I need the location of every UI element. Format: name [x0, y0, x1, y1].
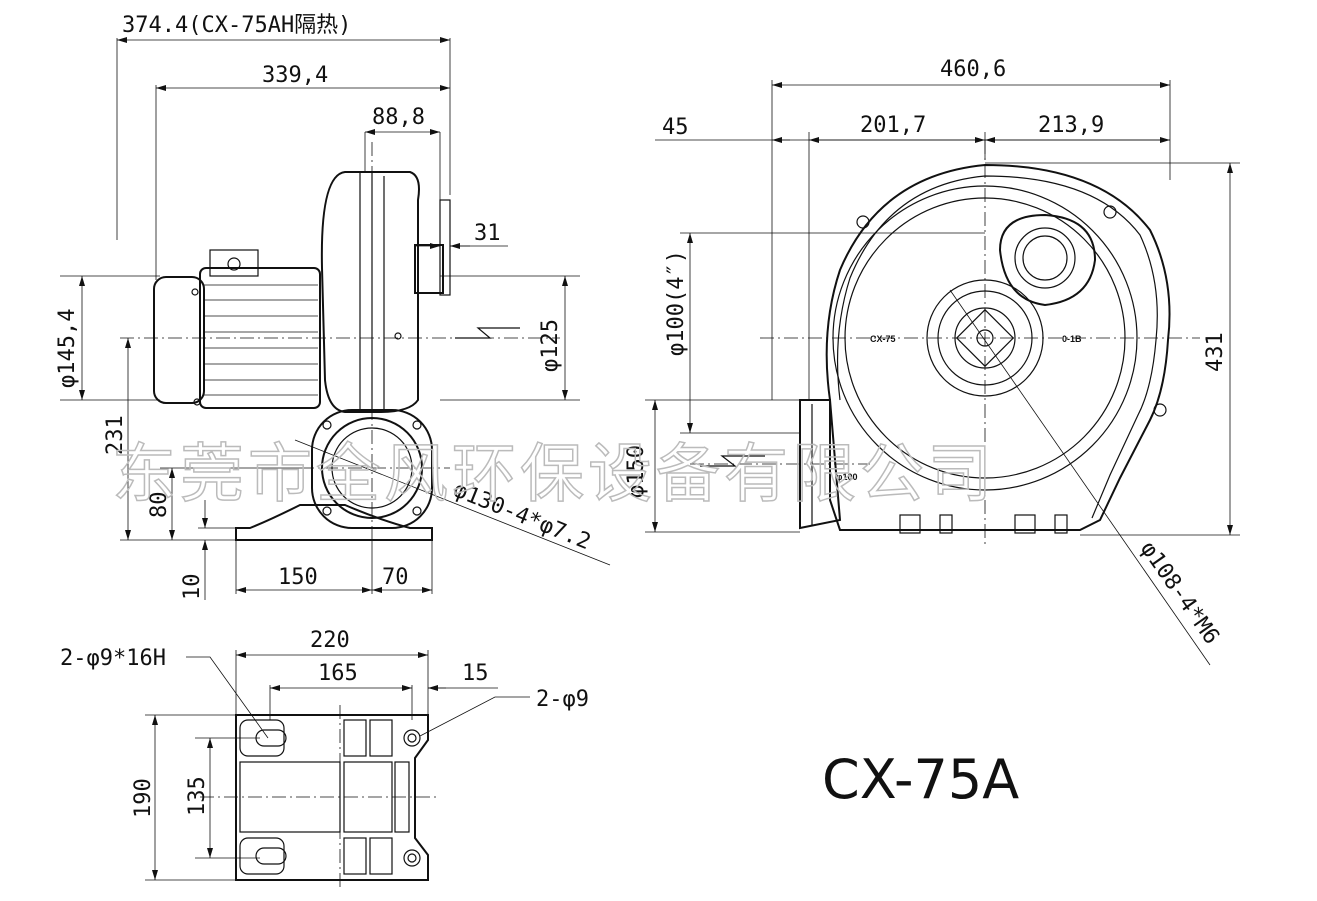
base-plate [235, 714, 429, 881]
dim-base-left: 150 [278, 565, 318, 590]
model-name: CX-75A [822, 748, 1019, 811]
dim-slot-holes: 2-φ9*16H [60, 646, 166, 671]
base-foot [235, 504, 433, 541]
dim-edge: 15 [462, 661, 489, 686]
dim-center-height: 231 [103, 415, 128, 455]
dim-overall: 339,4 [262, 63, 328, 88]
dim-round-holes: 2-φ9 [536, 687, 589, 712]
blower-housing [320, 171, 451, 413]
dim-left: 201,7 [860, 113, 926, 138]
dim-total-width: 460,6 [940, 57, 1006, 82]
dim-bolt-circle: φ108-4*M6 [1135, 537, 1224, 649]
dim-right: 213,9 [1038, 113, 1104, 138]
dim-head: 88,8 [372, 105, 425, 130]
label-model: CX-75 [870, 334, 896, 344]
label-outlet: φ100 [836, 472, 857, 482]
dim-motor-dia: φ145,4 [55, 309, 80, 388]
base-view: 220 165 15 2-φ9*16H 2-φ9 [60, 628, 589, 890]
motor-body [153, 249, 321, 409]
dim-base-height: 80 [147, 492, 172, 519]
label-code: 0-1B [1062, 334, 1082, 344]
dim-base-right: 70 [382, 565, 409, 590]
dim-outlet: φ150 [624, 445, 649, 498]
dim-outlet-dia: φ125 [538, 319, 563, 372]
dim-inlet-offset: 45 [662, 115, 689, 140]
dim-hole-span: 165 [318, 661, 358, 686]
dim-height: 431 [1203, 332, 1228, 372]
dim-overall-insulated: 374.4(CX-75AH隔热) [122, 13, 351, 38]
dim-base-plate: 10 [180, 574, 205, 601]
dim-flange: 31 [474, 221, 501, 246]
dim-hole-depth: 135 [185, 776, 210, 816]
dim-base-width: 220 [310, 628, 350, 653]
watermark: 东莞市全风环保设备有限公司 [112, 438, 996, 512]
front-view: 460,6 45 201,7 213,9 [624, 57, 1240, 666]
dim-inlet-dia: φ100(4″) [664, 250, 689, 356]
dim-base-depth: 190 [131, 778, 156, 818]
